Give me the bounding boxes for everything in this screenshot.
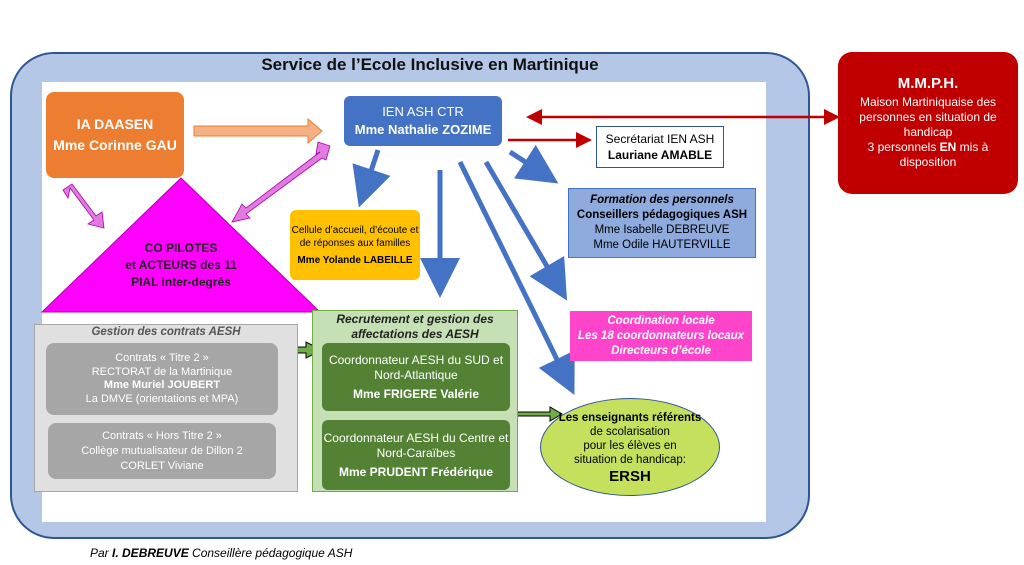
- secretariat-name: Lauriane AMABLE: [607, 148, 713, 162]
- coordination-box: Coordination locale Les 18 coordonnateur…: [570, 311, 752, 361]
- footer-credit: Par I. DEBREUVE Conseillère pédagogique …: [90, 546, 352, 560]
- hors-titre2-line1: Contrats « Hors Titre 2 »: [102, 429, 222, 442]
- arrow-ien-coordination: [483, 160, 568, 301]
- arrow-ien-ersh: [457, 160, 575, 395]
- formation-line3: Mme Odile HAUTERVILLE: [593, 239, 731, 251]
- mmph-line4-post: mis à: [956, 140, 989, 154]
- co-pilotes-line1: CO PILOTES: [144, 241, 218, 255]
- mmph-line3: handicap: [903, 125, 953, 139]
- footer-suffix: Conseillère pédagogique ASH: [188, 546, 353, 560]
- secretariat-box: Secrétariat IEN ASH Lauriane AMABLE: [596, 126, 724, 168]
- arrow-ia-to-ien: [193, 117, 323, 145]
- titre2-line4: La DMVE (orientations et MPA): [85, 392, 239, 405]
- arrow-ien-mmph: [526, 109, 840, 125]
- ersh-ellipse: Les enseignants référents de scolarisati…: [540, 398, 720, 496]
- centre-line2: Nord-Caraïbes: [376, 445, 456, 460]
- gestion-title: Gestion des contrats AESH: [91, 326, 241, 338]
- formation-box: Formation des personnels Conseillers péd…: [568, 188, 756, 258]
- centre-line1: Coordonnateur AESH du Centre et: [323, 430, 509, 445]
- ien-ash-name: Mme Nathalie ZOZIME: [354, 122, 492, 137]
- cellule-line1: Cellule d’accueil, d’écoute et: [291, 224, 419, 236]
- coordonnateur-centre-box: Coordonnateur AESH du Centre et Nord-Car…: [322, 420, 510, 490]
- ien-ash-title: IEN ASH CTR: [382, 104, 464, 119]
- co-pilotes-line2: et ACTEURS des 11: [125, 258, 237, 272]
- formation-title: Formation des personnels: [590, 194, 734, 206]
- coordination-line1: Coordination locale: [607, 314, 715, 327]
- arrow-ien-formation: [508, 144, 559, 184]
- recrutement-title-line1: Recrutement et gestion des: [336, 312, 494, 326]
- ia-daasen-title: IA DAASEN: [76, 116, 154, 132]
- titre2-line1: Contrats « Titre 2 »: [115, 352, 209, 364]
- formation-line2: Mme Isabelle DEBREUVE: [594, 224, 730, 236]
- mmph-line5: disposition: [899, 155, 957, 169]
- arrow-ien-secretariat: [508, 132, 592, 148]
- ersh-line1: Les enseignants référents: [558, 411, 702, 424]
- mmph-line4: 3 personnels EN mis à: [868, 140, 989, 155]
- coordination-line2: Les 18 coordonnateurs locaux: [577, 329, 745, 342]
- titre2-name: Mme Muriel JOUBERT: [103, 379, 221, 391]
- titre2-box: Contrats « Titre 2 » RECTORAT de la Mart…: [46, 343, 278, 415]
- secretariat-title: Secrétariat IEN ASH: [605, 132, 715, 146]
- recrutement-title: Recrutement et gestion des affectations …: [312, 312, 518, 342]
- hors-titre2-line2: Collège mutualisateur de Dillon 2: [81, 444, 243, 457]
- hors-titre2-box: Contrats « Hors Titre 2 » Collège mutual…: [48, 423, 276, 479]
- coordination-line3: Directeurs d’école: [611, 344, 711, 357]
- arrow-ien-cellule: [352, 149, 391, 208]
- mmph-title: M.M.P.H.: [897, 75, 959, 92]
- mmph-line2: personnes en situation de: [859, 110, 997, 124]
- arrow-ien-pilotes: [231, 141, 331, 223]
- centre-name: Mme PRUDENT Frédérique: [338, 464, 494, 479]
- footer-author: I. DEBREUVE: [112, 546, 189, 560]
- mmph-line4-bold: EN: [939, 140, 957, 154]
- ersh-line2: de scolarisation: [590, 425, 670, 438]
- ia-daasen-name: Mme Corinne GAU: [53, 137, 177, 153]
- mmph-line1: Maison Martiniquaise des: [859, 95, 997, 109]
- co-pilotes-line3: PIAL inter-degrés: [131, 275, 231, 289]
- cellule-box: Cellule d’accueil, d’écoute et de répons…: [290, 210, 420, 280]
- recrutement-title-line2: affectations des AESH: [351, 327, 479, 341]
- ersh-line4: situation de handicap:: [574, 453, 686, 466]
- footer-prefix: Par: [90, 546, 113, 560]
- formation-line1: Conseillers pédagogiques ASH: [576, 209, 748, 221]
- service-title: Service de l’Ecole Inclusive en Martiniq…: [261, 55, 599, 74]
- sud-line2: Nord-Atlantique: [374, 367, 458, 382]
- arrow-ia-pilotes: [62, 183, 105, 229]
- hors-titre2-line3: CORLET Viviane: [120, 459, 204, 472]
- cellule-name: Mme Yolande LABEILLE: [297, 254, 413, 266]
- ien-ash-box: IEN ASH CTR Mme Nathalie ZOZIME: [344, 96, 502, 146]
- co-pilotes-text: CO PILOTES et ACTEURS des 11 PIAL inter-…: [108, 240, 254, 291]
- ersh-line3: pour les élèves en: [583, 439, 677, 452]
- ersh-acronym: ERSH: [609, 467, 651, 485]
- coordonnateur-sud-box: Coordonnateur AESH du SUD et Nord-Atlant…: [322, 343, 510, 411]
- co-pilotes-triangle: [40, 177, 322, 313]
- cellule-line2: de réponses aux familles: [299, 237, 411, 249]
- sud-line1: Coordonnateur AESH du SUD et: [328, 352, 504, 367]
- sud-name: Mme FRIGERE Valérie: [352, 386, 480, 401]
- mmph-box: M.M.P.H. Maison Martiniquaise des person…: [838, 52, 1018, 194]
- ia-daasen-box: IA DAASEN Mme Corinne GAU: [46, 92, 184, 178]
- titre2-line2: RECTORAT de la Martinique: [91, 365, 233, 378]
- mmph-line4-pre: 3 personnels: [867, 140, 940, 154]
